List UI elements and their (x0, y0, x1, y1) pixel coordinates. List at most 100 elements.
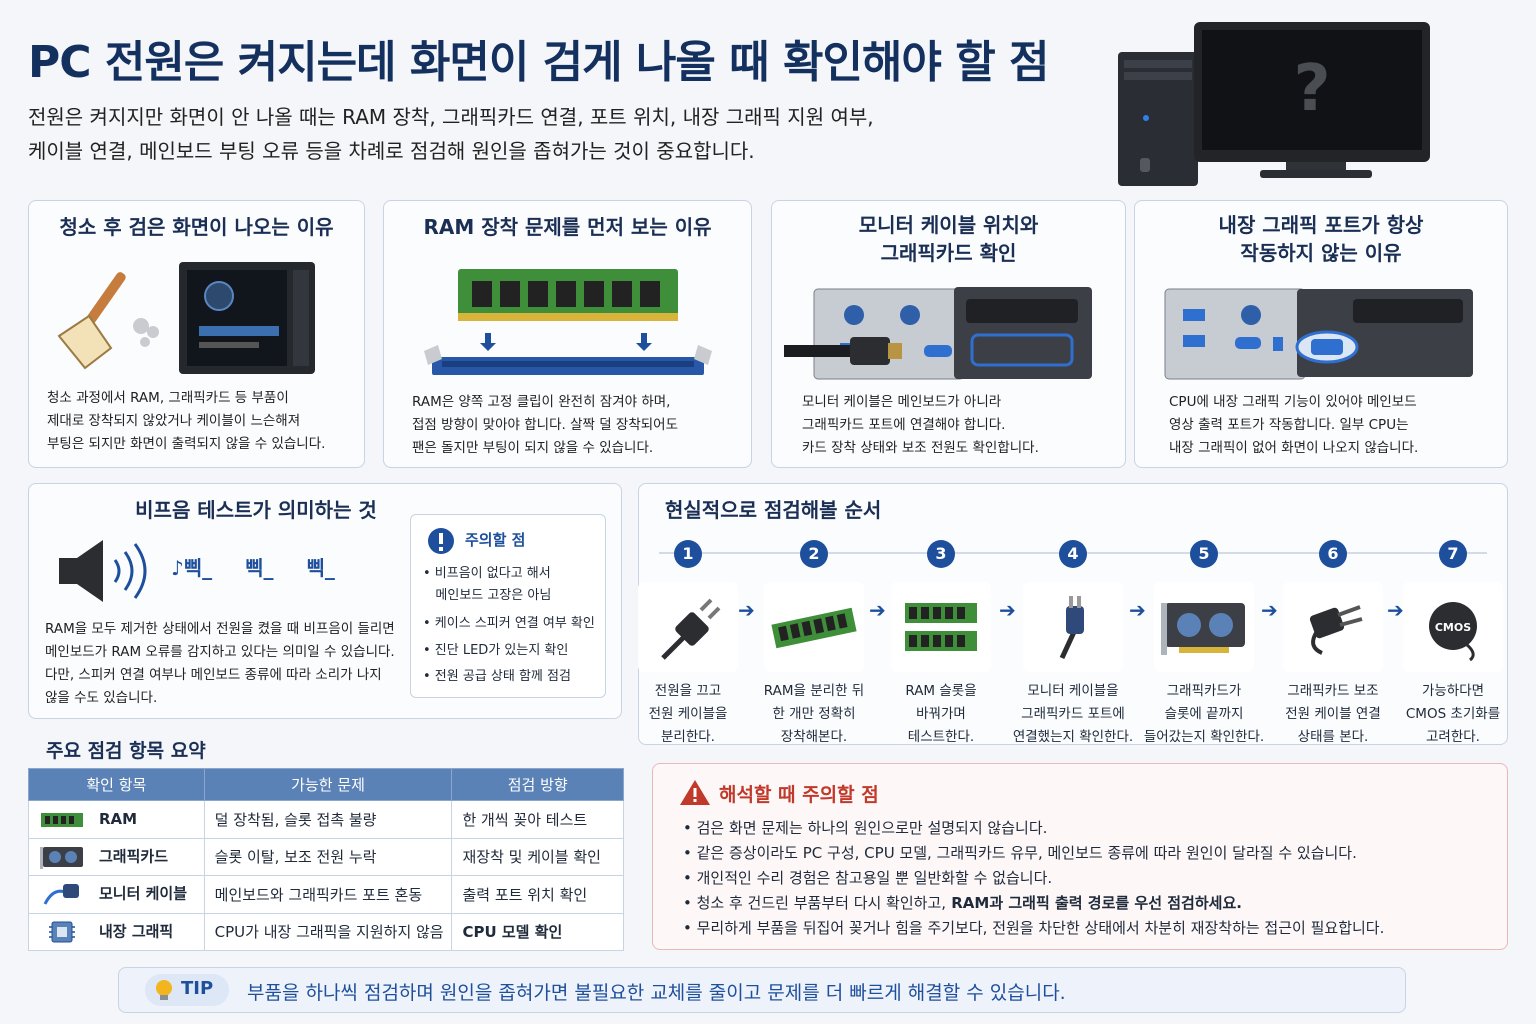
caution-title: 해석할 때 주의할 점 (719, 784, 879, 806)
pc-case-icon (179, 262, 315, 374)
card-integrated-graphics: 내장 그래픽 포트가 항상 작동하지 않는 이유 CPU에 내장 그래픽 기능이… (1134, 200, 1508, 468)
cmos-battery-icon: CMOS (1429, 602, 1477, 662)
beep-note-box: 주의할 점 • 비프음이 없다고 해서 메인보드 고장은 아님 • 케이스 스피… (410, 514, 606, 698)
warning-icon (680, 780, 710, 805)
caution-item: • 개인적인 수리 경험은 참고용일 뿐 일반화할 수 없습니다. (683, 869, 1053, 887)
caution-list: • 검은 화면 문제는 하나의 원인으로만 설명되지 않습니다. • 같은 증상… (683, 816, 1384, 941)
cleaning-illustration (57, 262, 315, 374)
card-title-line: 작동하지 않는 이유 (1240, 241, 1402, 265)
card-monitor-text: 모니터 케이블은 메인보드가 아니라 그래픽카드 포트에 연결해야 합니다. 카… (802, 391, 1039, 460)
card-line: 영상 출력 포트가 작동합니다. 일부 CPU는 (1169, 417, 1409, 433)
lightbulb-icon (156, 980, 172, 1000)
note-item: • 비프음이 없다고 해서 (423, 566, 551, 581)
caution-item: • 무리하게 부품을 뒤집어 꽂거나 힘을 주기보다, 전원을 차단한 상태에서… (683, 919, 1385, 937)
beep-line: 메인보드가 RAM 오류를 감지하고 있다는 의미일 수 있습니다. (45, 644, 395, 660)
table-header-row: 확인 항목 가능한 문제 점검 방향 (28, 768, 624, 801)
table-cell-problem: 덜 장착됨, 슬롯 접촉 불량 (203, 800, 453, 839)
card-line: 카드 장착 상태와 보조 전원도 확인합니다. (802, 440, 1039, 456)
steps-title: 현실적으로 점검해볼 순서 (665, 498, 882, 522)
beep-line: 다만, 스피커 연결 여부나 메인보드 종류에 따라 소리가 나지 (45, 667, 382, 683)
beep-title: 비프음 테스트가 의미하는 것 (135, 498, 377, 522)
step-icon-box (1283, 582, 1383, 672)
card-igpu-title: 내장 그래픽 포트가 항상 작동하지 않는 이유 (1135, 211, 1507, 267)
motherboard-ports-illustration (1164, 288, 1473, 380)
step-number: 3 (927, 540, 955, 568)
caution-item: • 청소 후 건드린 부품부터 다시 확인하고, RAM과 그래픽 출력 경로를… (683, 894, 1242, 912)
caution-item: • 같은 증상이라도 PC 구성, CPU 모델, 그래픽카드 유무, 메인보드… (683, 844, 1357, 862)
down-arrow-icon (480, 333, 652, 351)
table-cell-action: 재장착 및 케이블 확인 (451, 837, 624, 876)
table-cell-problem: CPU가 내장 그래픽을 지원하지 않음 (203, 912, 453, 951)
card-ram-title: RAM 장착 문제를 먼저 보는 이유 (423, 215, 712, 239)
subtitle-line-1: 전원은 켜지지만 화면이 안 나올 때는 RAM 장착, 그래픽카드 연결, 포… (28, 105, 874, 129)
step-arrow-icon: ➔ (1387, 598, 1404, 622)
beep-sound: 삑_ (306, 556, 335, 580)
step-arrow-icon: ➔ (869, 598, 886, 622)
chip-icon (49, 921, 75, 943)
card-line: CPU에 내장 그래픽 기능이 있어야 메인보드 (1169, 394, 1417, 410)
pc-monitor-illustration: ? (1118, 22, 1430, 186)
power-connector-icon (1309, 605, 1363, 655)
note-list: • 비프음이 없다고 해서 메인보드 고장은 아님 • 케이스 스피커 연결 여… (423, 563, 595, 691)
cable-plug-icon (784, 337, 902, 365)
table-cell-item: 모니터 케이블 (28, 875, 205, 914)
card-title-line: 그래픽카드 확인 (880, 241, 1017, 265)
interpretation-caution-box: 해석할 때 주의할 점 • 검은 화면 문제는 하나의 원인으로만 설명되지 않… (652, 763, 1508, 950)
gpu-port-illustration (784, 287, 1092, 380)
step-number: 5 (1190, 540, 1218, 568)
gpu-icon (1161, 603, 1245, 655)
table-cell-action: CPU 모델 확인 (451, 912, 624, 951)
monitor-cable-icon (1059, 596, 1084, 660)
step-number: 1 (674, 540, 702, 568)
speaker-icon (59, 540, 147, 602)
card-ram: RAM 장착 문제를 먼저 보는 이유 RAM은 양쪽 고정 클립이 완전히 잠… (383, 200, 752, 468)
step-number: 4 (1059, 540, 1087, 568)
tip-badge: TIP (145, 974, 229, 1006)
note-item: • 전원 공급 상태 함께 점검 (423, 669, 571, 684)
card-ram-text: RAM은 양쪽 고정 클립이 완전히 잠겨야 하며, 접점 방향이 맞아야 합니… (412, 391, 678, 460)
table-header: 점검 방향 (451, 768, 624, 801)
card-monitor-cable: 모니터 케이블 위치와 그래픽카드 확인 모니터 케이블은 메인보드가 아니라 … (771, 200, 1126, 468)
table-cell-item: RAM (28, 800, 205, 839)
ram-slot-icon (424, 345, 712, 375)
table-cell-action: 출력 포트 위치 확인 (451, 875, 624, 914)
card-cleaning-text: 청소 과정에서 RAM, 그래픽카드 등 부품이 제대로 장착되지 않았거나 케… (47, 387, 325, 456)
note-item: 메인보드 고장은 아님 (423, 588, 552, 603)
step-icon-box: CMOS (1403, 582, 1503, 672)
caution-emphasis: RAM과 그래픽 출력 경로를 우선 점검하세요. (946, 894, 1242, 912)
table-cell-problem: 메인보드와 그래픽카드 포트 혼동 (203, 875, 453, 914)
summary-title: 주요 점검 항목 요약 (46, 740, 206, 762)
card-line: 내장 그래픽이 없어 화면이 나오지 않습니다. (1169, 440, 1419, 456)
beep-sounds: ♪삑_ 삑_ 삑_ (171, 552, 335, 581)
card-title-line: 내장 그래픽 포트가 항상 (1218, 213, 1424, 237)
tip-label: TIP (181, 978, 214, 999)
card-title-line: 모니터 케이블 위치와 (858, 213, 1039, 237)
vga-port-icon (1295, 330, 1359, 364)
table-row: 내장 그래픽 CPU가 내장 그래픽을 지원하지 않음 CPU 모델 확인 (28, 912, 624, 951)
card-line: 그래픽카드 포트에 연결해야 합니다. (802, 417, 1006, 433)
caution-item: • 검은 화면 문제는 하나의 원인으로만 설명되지 않습니다. (683, 819, 1048, 837)
table-row: RAM 덜 장착됨, 슬롯 접촉 불량 한 개씩 꽂아 테스트 (28, 800, 624, 839)
summary-table: 확인 항목 가능한 문제 점검 방향 RAM 덜 장착됨, 슬롯 접촉 불량 한… (28, 768, 624, 951)
io-panel-icon (813, 288, 965, 380)
subtitle-line-2: 케이블 연결, 메인보드 부팅 오류 등을 차례로 점검해 원인을 좁혀가는 것… (28, 139, 755, 163)
card-line: 모니터 케이블은 메인보드가 아니라 (802, 394, 1002, 410)
step-icon-box (764, 582, 864, 672)
page-subtitle: 전원은 켜지지만 화면이 안 나올 때는 RAM 장착, 그래픽카드 연결, 포… (28, 100, 1028, 168)
card-line: 청소 과정에서 RAM, 그래픽카드 등 부품이 (47, 390, 289, 406)
brush-icon (57, 272, 126, 370)
step-number: 7 (1439, 540, 1467, 568)
pc-tower-icon (1118, 52, 1198, 186)
step-icon-box (638, 582, 738, 672)
